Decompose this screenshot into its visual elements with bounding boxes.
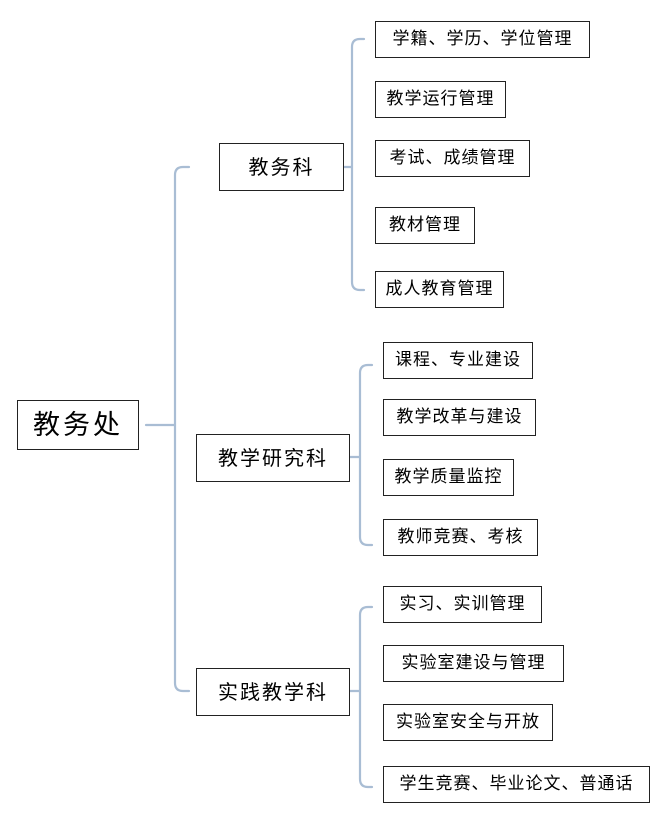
- task-node-2-0: 实习、实训管理: [383, 586, 542, 623]
- task-node-2-2: 实验室安全与开放: [383, 704, 553, 741]
- task-node-0-0: 学籍、学历、学位管理: [375, 21, 590, 58]
- task-node-2-3: 学生竞赛、毕业论文、普通话: [383, 766, 650, 803]
- task-node-1-1: 教学改革与建设: [383, 399, 536, 436]
- task-node-0-1: 教学运行管理: [375, 81, 506, 118]
- branch-bracket-0: [350, 37, 366, 292]
- task-node-0-4: 成人教育管理: [375, 271, 504, 308]
- root-node-jiaowuchu: 教务处: [17, 400, 139, 450]
- branch-bracket-2: [358, 605, 374, 789]
- task-node-1-3: 教师竞赛、考核: [383, 519, 538, 556]
- department-node-1: 教学研究科: [196, 434, 350, 482]
- task-node-1-0: 课程、专业建设: [383, 342, 533, 379]
- task-node-1-2: 教学质量监控: [383, 459, 514, 496]
- department-node-2: 实践教学科: [196, 668, 350, 716]
- task-node-2-1: 实验室建设与管理: [383, 645, 564, 682]
- task-node-0-2: 考试、成绩管理: [375, 140, 530, 177]
- main-bracket: [173, 165, 191, 693]
- task-node-0-3: 教材管理: [375, 207, 475, 244]
- branch-bracket-1: [358, 363, 374, 547]
- department-node-0: 教务科: [219, 143, 344, 191]
